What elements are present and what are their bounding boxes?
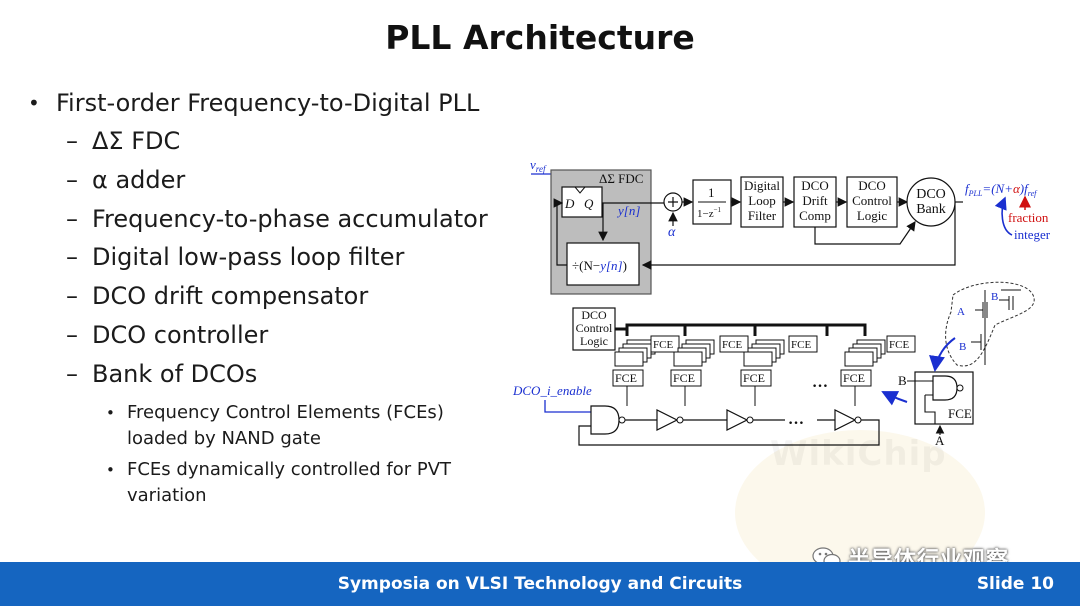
control-logic-block-2 — [572, 307, 616, 351]
svg-text:D: D — [564, 196, 575, 211]
svg-text:A: A — [935, 433, 945, 448]
sub-bullet: –Bank of DCOs — [66, 359, 258, 388]
svg-text:A: A — [957, 306, 965, 318]
control-logic-block — [846, 176, 898, 228]
svg-text:1: 1 — [708, 185, 715, 200]
sub-bullet: –Frequency-to-phase accumulator — [66, 204, 488, 233]
svg-text:B: B — [959, 341, 966, 353]
svg-text:vref: vref — [530, 157, 547, 174]
svg-text:FCE: FCE — [615, 371, 637, 385]
sub-bullet: –ΔΣ FDC — [66, 127, 181, 155]
bullet-list: First-order Frequency-to-Digital PLL –ΔΣ… — [28, 84, 508, 509]
svg-text:DCO: DCO — [916, 187, 946, 202]
svg-text:÷(N−y[n]): ÷(N−y[n]) — [572, 258, 627, 273]
inverter — [834, 409, 857, 431]
svg-text:ΔΣ FDC: ΔΣ FDC — [599, 171, 643, 186]
svg-text:Control: Control — [576, 321, 613, 335]
wikichip-watermark: WikiChip — [770, 434, 947, 474]
drift-comp-block — [793, 176, 837, 228]
svg-text:Control: Control — [852, 193, 892, 208]
pll-block-diagram: vref ΔΣ FDC D Q y[n] ÷(N−y[n]) α 1 1−z−1… — [512, 157, 1051, 448]
svg-text:DCO: DCO — [801, 178, 828, 193]
divider-block — [566, 242, 640, 286]
svg-text:fPLL=(N+α)fref: fPLL=(N+α)fref — [965, 181, 1038, 198]
svg-text:B: B — [991, 291, 998, 303]
svg-text:Loop: Loop — [748, 193, 775, 208]
svg-text:Logic: Logic — [857, 208, 888, 223]
svg-text:FCE: FCE — [673, 371, 695, 385]
svg-text:DCO: DCO — [858, 178, 885, 193]
svg-text:α: α — [668, 225, 676, 240]
svg-text:FCE: FCE — [791, 339, 811, 351]
svg-text:FCE: FCE — [653, 339, 673, 351]
svg-text:…: … — [812, 374, 828, 391]
svg-text:Filter: Filter — [748, 208, 777, 223]
sub-bullet: –DCO drift compensator — [66, 282, 369, 311]
svg-text:y[n]: y[n] — [616, 203, 640, 218]
nand-gate — [590, 405, 620, 435]
svg-text:Bank: Bank — [916, 202, 946, 217]
slide-title: PLL Architecture — [385, 18, 695, 57]
svg-text:FCE: FCE — [948, 406, 972, 421]
footer-bar: Symposia on VLSI Technology and Circuits… — [0, 562, 1080, 606]
inverter — [656, 409, 679, 431]
svg-text:B: B — [898, 373, 907, 388]
svg-text:Digital: Digital — [744, 178, 780, 193]
sub-sub-bullet: Frequency Control Elements (FCEs) loaded… — [28, 400, 508, 452]
svg-text:integer: integer — [1014, 227, 1051, 242]
inverter — [726, 409, 749, 431]
main-bullet: First-order Frequency-to-Digital PLL — [28, 84, 508, 122]
sub-bullet: –α adder — [66, 165, 186, 194]
svg-text:1−z−1: 1−z−1 — [697, 206, 722, 220]
svg-text:Comp: Comp — [799, 208, 831, 223]
svg-text:fraction: fraction — [1008, 210, 1049, 225]
svg-text:Drift: Drift — [802, 193, 828, 208]
svg-text:DCO: DCO — [581, 308, 607, 322]
fce-stack — [612, 335, 916, 387]
conference-name: Symposia on VLSI Technology and Circuits — [337, 574, 743, 594]
transistor-detail — [945, 281, 1035, 367]
svg-text:…: … — [788, 411, 804, 428]
slide-number: Slide 10 — [976, 574, 1054, 594]
svg-text:FCE: FCE — [722, 339, 742, 351]
loop-filter-block — [740, 176, 784, 228]
sub-sub-bullet: FCEs dynamically controlled for PVT vari… — [28, 457, 508, 509]
svg-text:Q: Q — [584, 196, 594, 211]
svg-text:FCE: FCE — [843, 371, 865, 385]
sub-bullet: –Digital low-pass loop filter — [66, 243, 405, 272]
svg-text:DCO_i_enable: DCO_i_enable — [512, 383, 592, 398]
sub-bullet: –DCO controller — [66, 320, 269, 349]
svg-text:FCE: FCE — [889, 339, 909, 351]
svg-text:Logic: Logic — [580, 334, 608, 348]
svg-text:FCE: FCE — [743, 371, 765, 385]
